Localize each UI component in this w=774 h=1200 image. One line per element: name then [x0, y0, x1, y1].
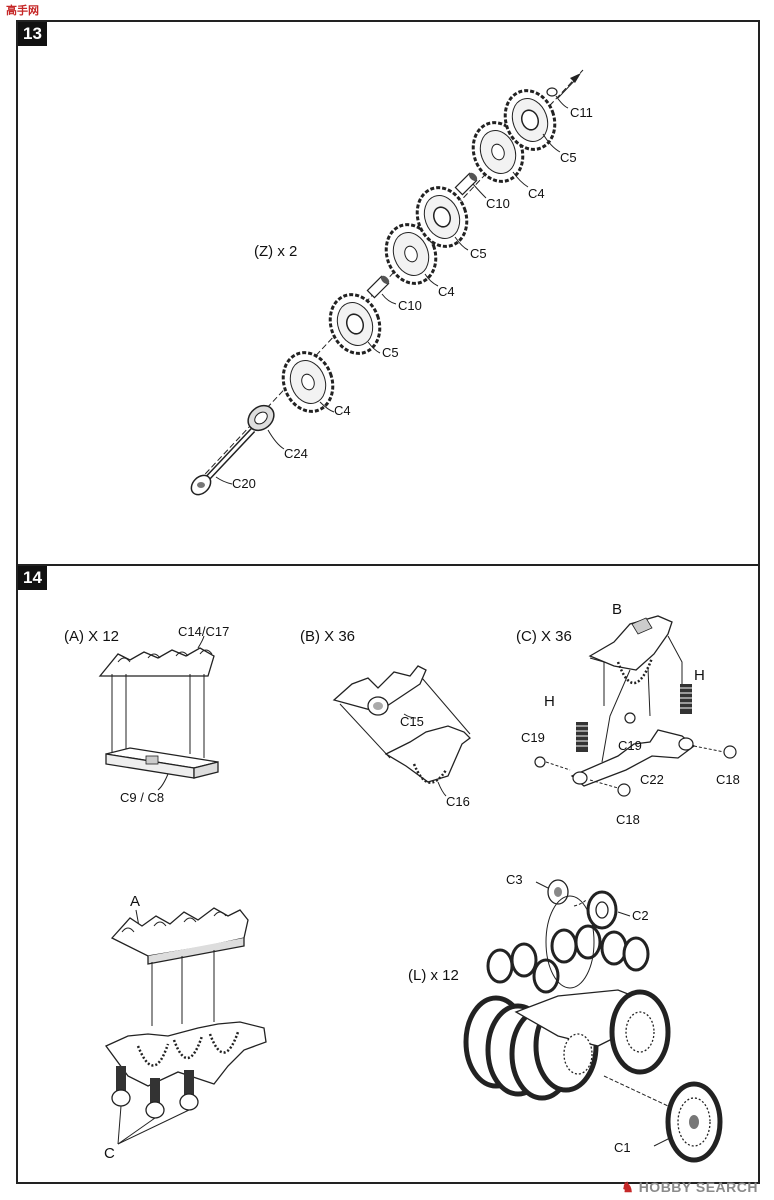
- road-wheels-row: [463, 989, 671, 1101]
- label-c18-right: C18: [716, 772, 740, 787]
- part-h-spring-left: [576, 722, 588, 752]
- label-h-right: H: [694, 667, 705, 684]
- label-c1: C1: [614, 1140, 631, 1155]
- sub-assembly-c: (C) X 36 B: [516, 601, 740, 827]
- label-c4-low: C4: [334, 403, 351, 418]
- label-c10-mid: C10: [398, 298, 422, 313]
- label-c19-left: C19: [521, 730, 545, 745]
- group-label-a: (A) X 12: [64, 628, 119, 645]
- part-c24-washer: [247, 404, 275, 432]
- part-c16-shoe: [384, 725, 471, 784]
- group-label-l: (L) x 12: [408, 967, 459, 984]
- callout-ellipse: [545, 895, 595, 989]
- part-c10-spacer-1: [366, 275, 390, 299]
- label-c4-mid: C4: [438, 284, 455, 299]
- part-c20-bolt: [190, 427, 256, 496]
- part-c5-sprocket-1: [328, 293, 382, 355]
- brand-name: HOBBY SEARCH: [638, 1179, 758, 1195]
- step-13-panel: 13: [16, 20, 760, 566]
- arrow-head-icon: [570, 73, 581, 83]
- group-label-b: (B) X 36: [300, 628, 355, 645]
- part-c19-pin-left: [534, 756, 571, 771]
- label-c11: C11: [570, 105, 593, 120]
- part-c18-bolt-right: [693, 745, 737, 759]
- label-c19-right: C19: [618, 738, 642, 753]
- label-c5-mid: C5: [470, 246, 487, 261]
- part-c1-road-wheel: [603, 1075, 723, 1163]
- sub-assembly-b: (B) X 36 C15 C16: [300, 628, 471, 809]
- label-b-part: B: [612, 601, 622, 618]
- step-13-diagram: (Z) x 2 C11 C5 C4 C10 C5 C4 C10 C5 C4 C2…: [190, 69, 593, 496]
- label-c16: C16: [446, 794, 470, 809]
- step-14-panel: 14 (A) X 12: [16, 564, 760, 1184]
- part-h-spring-right: [680, 684, 692, 714]
- part-a-assembled-link: [110, 907, 249, 965]
- label-c10-top: C10: [486, 196, 510, 211]
- label-c5-low: C5: [382, 345, 399, 360]
- part-c9-c8-base: [105, 747, 219, 779]
- label-c3: C3: [506, 872, 523, 887]
- part-b-shoe: [588, 615, 673, 685]
- part-c15-guide: [332, 665, 427, 716]
- label-c4-top: C4: [528, 186, 545, 201]
- return-rollers-row: [486, 924, 650, 994]
- label-c-part: C: [104, 1145, 115, 1162]
- part-c3-hub: [535, 879, 569, 905]
- part-c-suspension-row: [105, 1021, 267, 1119]
- sub-assembly-l: (L) x 12 C3 C2: [408, 872, 723, 1163]
- assembly-lines-c: [589, 635, 683, 763]
- step-13-badge: 13: [18, 22, 47, 46]
- assembly-arrows-a: [111, 674, 205, 758]
- part-c10-spacer-2: [454, 172, 478, 196]
- part-c4-sprocket-1: [281, 351, 335, 413]
- label-c24: C24: [284, 446, 308, 461]
- label-c5-top: C5: [560, 150, 577, 165]
- part-c5-sprocket-3: [503, 89, 557, 151]
- label-c2: C2: [632, 908, 649, 923]
- part-c22-arm: [570, 729, 696, 787]
- part-c11-cap: [546, 87, 558, 97]
- group-label-z: (Z) x 2: [254, 243, 297, 260]
- sub-assembly-a-onto-c: A: [104, 893, 267, 1162]
- step-14-diagram: (A) X 12 C: [64, 601, 740, 1163]
- assembly-lines-b: [339, 677, 471, 759]
- group-label-c: (C) X 36: [516, 628, 572, 645]
- label-h-left: H: [544, 693, 555, 710]
- watermark-logo: 高手网: [6, 5, 39, 17]
- part-c2-small-wheel: [586, 890, 631, 930]
- part-c14-c17-link: [98, 647, 215, 677]
- leader-lines-c: [117, 1105, 190, 1145]
- label-c20: C20: [232, 476, 256, 491]
- label-c15: C15: [400, 714, 424, 729]
- part-c4-sprocket-2: [384, 223, 438, 285]
- step-14-badge: 14: [18, 566, 47, 590]
- label-c18-lower: C18: [616, 812, 640, 827]
- label-c22: C22: [640, 772, 664, 787]
- assembly-arrows-d: [151, 950, 215, 1026]
- label-c9-c8: C9 / C8: [120, 790, 164, 805]
- sub-assembly-a: (A) X 12 C: [64, 624, 229, 805]
- brand-mark-icon: ♞: [621, 1179, 635, 1195]
- label-c14-c17: C14/C17: [178, 624, 229, 639]
- brand-watermark: ♞ HOBBY SEARCH: [621, 1179, 758, 1196]
- part-c5-sprocket-2: [415, 186, 469, 248]
- part-c18-bolt-lower: [589, 779, 631, 797]
- label-a-part: A: [130, 893, 140, 910]
- leader-lines: [215, 95, 569, 485]
- part-c19-pin-right: [624, 712, 636, 724]
